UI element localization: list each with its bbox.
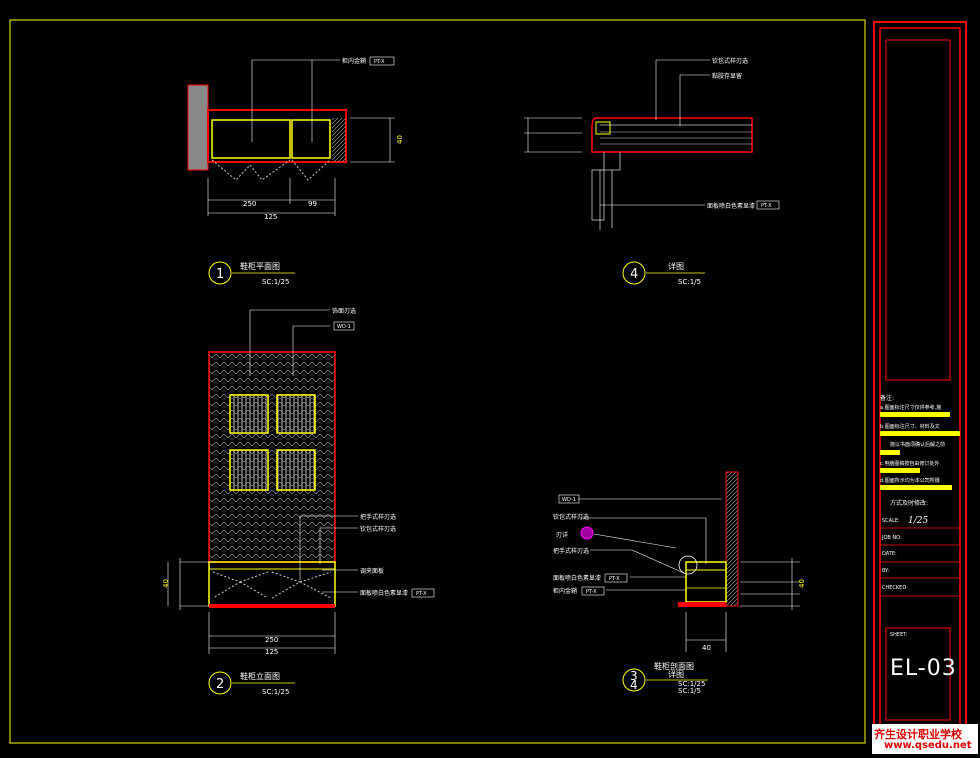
detail-tag: PT-X [761, 203, 772, 209]
section-view-scale-overlay: SC:1/5 [678, 687, 701, 695]
section-tag-paint: PT-X [609, 576, 620, 582]
section-view: WD-1 钦包式样刃选 刃详 把手式样刃选 面板喷白色素显漆 PT-X 柜内金鞘… [553, 471, 806, 695]
elevation-tag-top: WD-1 [337, 324, 351, 330]
section-view-number-circle [622, 668, 646, 692]
date-label: DATE: [882, 551, 897, 557]
detail-note-mid: 黏胶存显留 [712, 72, 742, 80]
plan-dim-side: 40 [396, 135, 404, 144]
section-dim-right: 40 [798, 579, 806, 588]
section-detail-ref-label: 刃详 [556, 531, 568, 539]
drawing-frame [9, 19, 866, 744]
scale-label: SCALE: [882, 518, 900, 524]
notes-heading: 备注: [880, 395, 895, 402]
plan-dim-total: 125 [264, 213, 277, 221]
plan-dim-left: 250 [243, 200, 256, 208]
detail-note-bottom: 面板喷白色素显漆 [707, 202, 755, 210]
job-label: JOB NO: [882, 535, 902, 541]
note-c: c.电脑图稿按自由修订处外 [880, 461, 940, 467]
sheet-number: EL-03 [890, 656, 957, 681]
section-view-number: 3 [630, 669, 638, 683]
detail-note-top: 钦包式样刃选 [712, 57, 748, 65]
elevation-note-paint: 面板喷白色素显漆 [360, 589, 408, 597]
note-d-bar [880, 485, 952, 490]
section-view-scale: SC:1/25 [678, 680, 705, 688]
plan-view: 柜内金鞘 PT-X 250 99 125 40 1 鞋柜平面图 SC:1/25 [187, 56, 404, 286]
detail-view-number: 4 [630, 267, 638, 282]
elevation-dim-total: 125 [265, 648, 278, 656]
watermark-line1: 齐生设计职业学校 [874, 728, 962, 741]
elevation-dim-left: 40 [162, 579, 170, 588]
revision-label: 方式及时修改: [890, 500, 929, 507]
detail-view-title: 详图 [668, 261, 684, 271]
title-block [873, 21, 967, 746]
note-b-cont-bar [880, 450, 900, 455]
section-dim-bottom: 40 [702, 644, 711, 652]
plan-dim-right: 99 [308, 200, 317, 208]
elevation-view: 饰面刃选 WD-1 把手式样刃选 钦包式样刃选 调夹面板 面板喷白色素显漆 PT… [162, 307, 435, 696]
checked-label: CHECKED: [882, 585, 908, 591]
plan-view-number-circle [208, 261, 232, 285]
elevation-view-scale: SC:1/25 [262, 688, 289, 696]
elevation-view-title: 鞋柜立面图 [240, 671, 280, 681]
section-detail-ref-marker [580, 526, 594, 540]
logo-box [885, 39, 951, 381]
by-label: BY: [882, 568, 890, 574]
detail-view-number-circle [622, 261, 646, 285]
elevation-note-top: 饰面刃选 [332, 307, 356, 315]
section-note-handle: 把手式样刃选 [553, 547, 589, 555]
note-a: a.图面标注尺寸仅供参考,施 [880, 405, 942, 411]
plan-note: 柜内金鞘 [342, 57, 366, 65]
section-view-title-overlay: 详图 [668, 669, 684, 679]
plan-view-number: 1 [216, 267, 224, 282]
section-note-paint: 面板喷白色素显漆 [553, 574, 601, 582]
detail-view: 钦包式样刃选 黏胶存显留 面板喷白色素显漆 PT-X 4 详图 SC:1/5 [524, 57, 780, 286]
plan-tag: PT-X [374, 59, 385, 65]
elevation-tag-paint: PT-X [416, 591, 427, 597]
plan-view-scale: SC:1/25 [262, 278, 289, 286]
elevation-note-trim: 钦包式样刃选 [360, 525, 396, 533]
section-note-inner: 柜内金鞘 [553, 587, 577, 595]
plan-view-title: 鞋柜平面图 [240, 261, 280, 271]
section-view-number-overlay: 4 [630, 678, 638, 692]
detail-view-scale: SC:1/5 [678, 278, 701, 286]
sheet-label: SHEET: [890, 632, 908, 638]
note-d: d.图面所示均为本公司所摄 [880, 478, 940, 484]
section-tag-inner: PT-X [586, 589, 597, 595]
note-b: b.图面标注尺寸、材料及文 [880, 424, 940, 430]
elevation-note-glass: 调夹面板 [360, 567, 384, 575]
elevation-view-number-circle [208, 671, 232, 695]
elevation-note-handle: 把手式样刃选 [360, 513, 396, 521]
scale-value: 1/25 [908, 516, 929, 526]
section-tag-top: WD-1 [562, 497, 576, 503]
watermark-bg [872, 724, 978, 754]
note-a-bar [880, 412, 950, 417]
elevation-dim-width: 250 [265, 636, 278, 644]
note-c-bar [880, 468, 920, 473]
watermark-line2: www.qsedu.net [884, 740, 972, 751]
section-note-trim: 钦包式样刃选 [553, 513, 589, 521]
sheet-box [885, 627, 951, 721]
section-view-title: 鞋柜剖面图 [654, 661, 694, 671]
elevation-view-number: 2 [216, 677, 224, 692]
note-b-cont: 施以书面须确认后解之前 [890, 442, 946, 448]
note-b-bar [880, 431, 960, 436]
